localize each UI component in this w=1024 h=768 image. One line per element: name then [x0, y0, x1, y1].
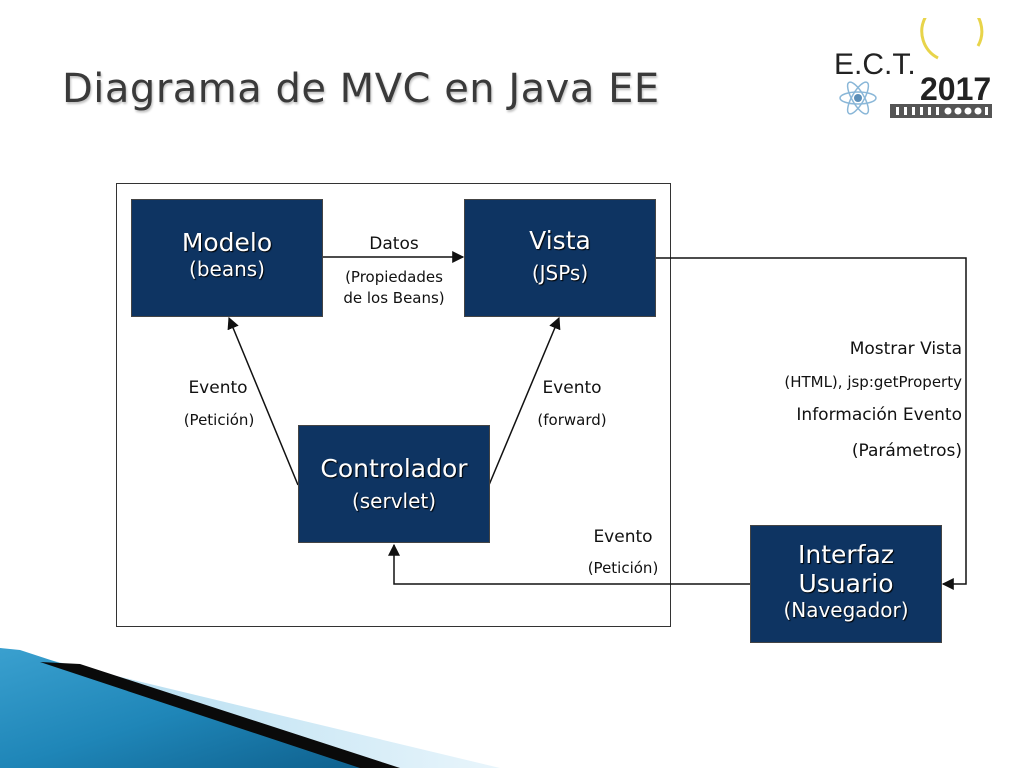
- label-evento-left-sub: (Petición): [183, 411, 255, 429]
- vista-title: Vista: [529, 226, 591, 255]
- ect-2017-logo: E.C.T. 2017: [834, 18, 992, 118]
- vista-subtitle: (JSPs): [531, 261, 589, 285]
- modelo-subtitle: (beans): [189, 257, 265, 281]
- label-mostrar-vista: Mostrar Vista: [849, 339, 962, 359]
- label-info-evento-sub: (Parámetros): [851, 441, 962, 461]
- arrow-evento-peticion-modelo: [227, 316, 299, 486]
- label-evento-right: Evento: [542, 378, 602, 398]
- arrow-evento-forward: [488, 316, 561, 486]
- atom-icon: [839, 81, 877, 115]
- interfaz-subtitle: (Navegador): [783, 598, 909, 622]
- controlador-box: Controlador (servlet): [298, 425, 490, 543]
- logo-ect-text: E.C.T.: [834, 48, 916, 81]
- interfaz-title-line2: Usuario: [798, 569, 894, 598]
- label-evento-right-sub: (forward): [537, 411, 607, 429]
- label-datos: Datos: [369, 234, 419, 254]
- label-evento-bottom-sub: (Petición): [587, 559, 659, 577]
- arrow-mostrar-vista: [655, 257, 967, 590]
- slide-title: Diagrama de MVC en Java EE: [62, 66, 660, 112]
- vista-box: Vista (JSPs): [464, 199, 656, 317]
- label-info-evento: Información Evento: [796, 405, 962, 425]
- modelo-title: Modelo: [181, 228, 273, 257]
- mvc-frame: [116, 183, 671, 627]
- label-evento-left: Evento: [188, 378, 248, 398]
- interfaz-title-line1: Interfaz: [798, 540, 894, 569]
- label-mostrar-vista-sub: (HTML), jsp:getProperty: [784, 373, 962, 391]
- logo-year-text: 2017: [920, 71, 991, 107]
- label-evento-bottom: Evento: [593, 527, 653, 547]
- label-datos-sub: (Propiedades de los Beans): [343, 268, 445, 307]
- interfaz-box: Interfaz Usuario (Navegador): [750, 525, 942, 643]
- modelo-box: Modelo (beans): [131, 199, 323, 317]
- controlador-subtitle: (servlet): [351, 489, 437, 513]
- arrow-evento-peticion-controlador: [388, 543, 750, 585]
- controlador-title: Controlador: [320, 454, 468, 483]
